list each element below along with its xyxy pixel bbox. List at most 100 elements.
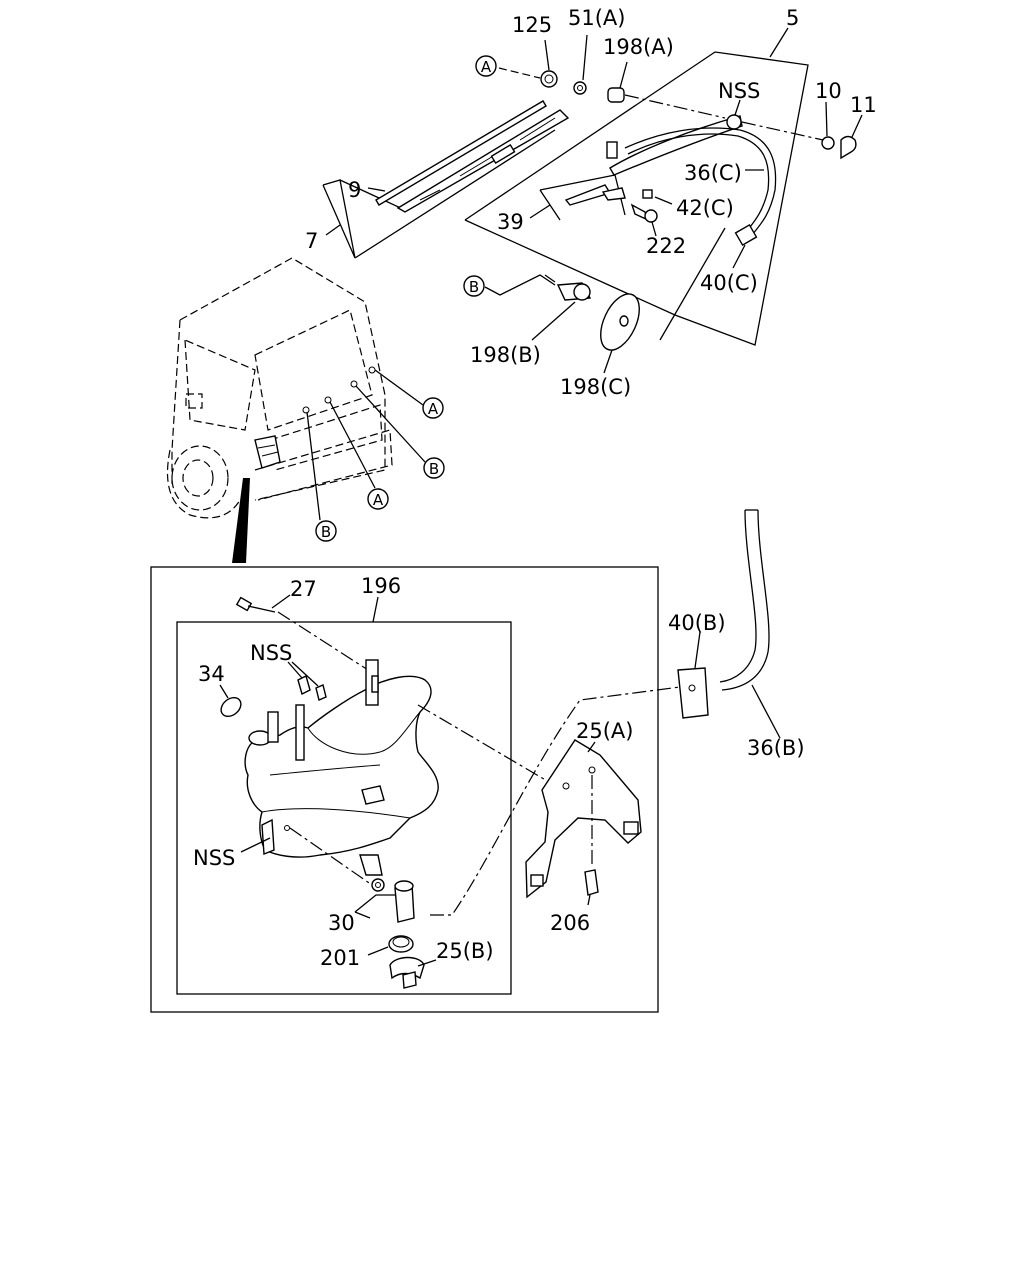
leader-7: [325, 224, 341, 236]
washer-hose-36c: [624, 127, 777, 236]
label-198a: 198(A): [603, 35, 674, 59]
label-25b: 25(B): [436, 939, 494, 963]
part-labels: 125 51(A) 198(A) 5 NSS 10 11 36(C) 9 7 3…: [193, 6, 877, 970]
svg-text:B: B: [429, 460, 439, 478]
svg-text:B: B: [321, 523, 331, 541]
leader-7-lower: [354, 129, 556, 259]
leader-25a: [587, 741, 596, 753]
leader-40c-line: [659, 227, 726, 341]
label-34: 34: [198, 662, 225, 686]
label-206: 206: [550, 911, 590, 935]
leader-34: [219, 684, 229, 699]
connector-40c: [734, 223, 758, 247]
leader-nss-bottom: [240, 837, 271, 853]
cap-34: [220, 696, 242, 718]
wiper-blade-frame: [396, 109, 570, 213]
wiper-arm-assembly: [322, 27, 863, 374]
label-7: 7: [305, 229, 318, 253]
label-27: 27: [290, 577, 317, 601]
leader-125: [544, 39, 550, 71]
ref-marker-a: A: [475, 55, 497, 77]
ref-b-line: [484, 274, 556, 296]
leader-nss-top: [734, 99, 741, 116]
leader-51a: [582, 34, 588, 81]
cab-body: [179, 257, 386, 501]
label-nss-mid: NSS: [250, 641, 292, 665]
label-222: 222: [646, 234, 686, 258]
leader-39: [529, 204, 551, 219]
label-51a: 51(A): [568, 6, 625, 30]
ref-marker-a: A: [367, 488, 389, 510]
ref-marker-a: A: [422, 397, 444, 419]
label-11: 11: [850, 93, 877, 117]
label-198b: 198(B): [470, 343, 541, 367]
leader-198a: [619, 61, 628, 89]
pump-harness-line: [430, 686, 681, 916]
washer-hose-36b: [719, 509, 757, 683]
group-30-bracket: [354, 894, 395, 913]
ref-marker-b: B: [315, 520, 337, 542]
leader-7-upper: [339, 179, 406, 211]
label-nss-bottom: NSS: [193, 846, 235, 870]
ref-marker-b: B: [423, 457, 445, 479]
ref-marker-b: B: [463, 275, 485, 297]
leader-36b: [751, 684, 781, 739]
leader-9: [367, 187, 386, 192]
blade-clip: [490, 143, 516, 165]
leader-40b: [694, 631, 701, 669]
nut-10: [821, 136, 835, 150]
label-40b: 40(B): [668, 611, 726, 635]
leader-198c: [603, 349, 613, 374]
leader-40c: [732, 244, 746, 269]
bracket-25a: [525, 739, 642, 899]
bumper: [254, 429, 393, 501]
tank-location: [254, 435, 281, 469]
label-9: 9: [348, 178, 361, 202]
label-40c: 40(C): [700, 271, 758, 295]
nss-screw-a: [297, 674, 311, 696]
detail-frame-196: [176, 621, 512, 995]
svg-text:A: A: [373, 491, 384, 509]
ref-a-line: [498, 67, 541, 79]
label-196: 196: [361, 574, 401, 598]
leader-201: [367, 946, 389, 956]
cap-125: [540, 70, 558, 88]
svg-text:A: A: [481, 58, 492, 76]
wheel: [171, 445, 229, 511]
bolt-206: [584, 869, 599, 896]
nss-screw-b: [315, 684, 327, 701]
tank-side-mount: [261, 818, 275, 856]
washer-nozzle: [564, 184, 612, 206]
arm-pivot: [726, 114, 742, 130]
leader-25b: [417, 959, 437, 967]
mount-point: [302, 406, 310, 414]
label-nss-top: NSS: [718, 79, 760, 103]
leader-198b: [531, 301, 576, 341]
bolt-27: [235, 596, 253, 612]
group-5-outline: [464, 51, 809, 346]
detail-frame-outer: [150, 566, 659, 1013]
rear-window: [254, 309, 373, 431]
rear-panel: [269, 404, 383, 471]
nozzle-tip: [601, 187, 626, 201]
reference-markers: A B A B A B: [315, 55, 497, 542]
leader-27: [271, 594, 291, 609]
center-line-arm: [624, 94, 726, 119]
grommet-40b: [677, 667, 709, 719]
seal-30: [371, 878, 385, 892]
cap-11: [840, 135, 857, 160]
truck-cab-outline: [166, 257, 426, 563]
wiper-blade-rubber: [375, 100, 547, 206]
label-30: 30: [328, 911, 355, 935]
grommet-201: [388, 935, 414, 953]
label-39: 39: [497, 210, 524, 234]
leader-11: [851, 114, 863, 138]
washer-tank-detail: [150, 509, 781, 1013]
leader-206: [587, 894, 591, 906]
detail-pointer: [232, 478, 250, 563]
nut-51a: [573, 81, 587, 95]
clip-42c: [642, 189, 653, 199]
leader-222: [651, 221, 657, 237]
svg-text:B: B: [469, 278, 479, 296]
